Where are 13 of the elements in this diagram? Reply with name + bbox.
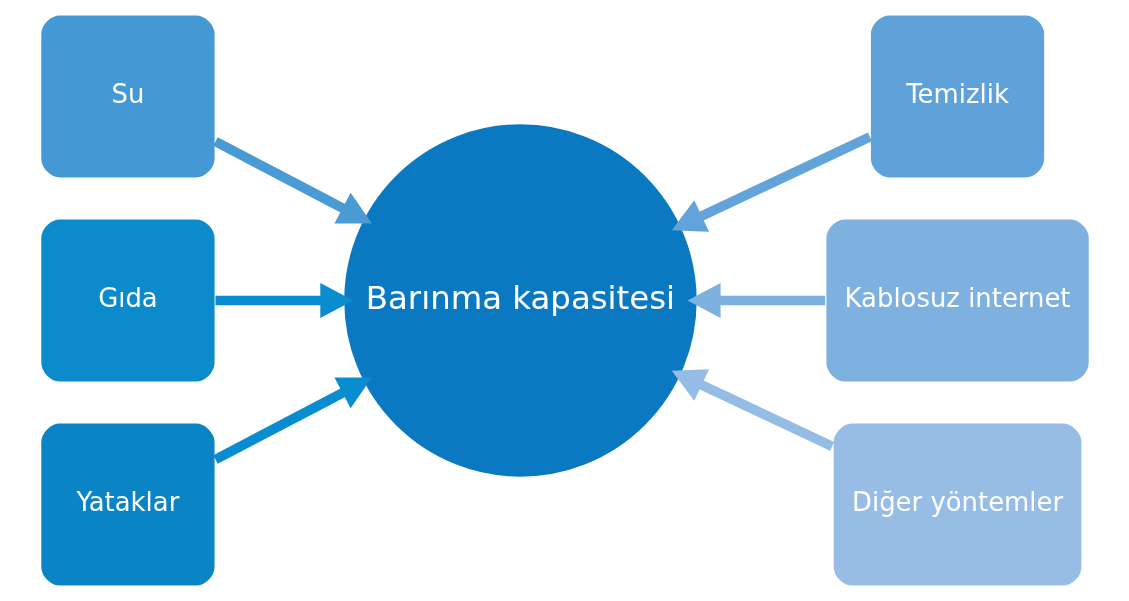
node-box: Kablosuz internet bbox=[824, 217, 1090, 384]
arrow bbox=[214, 283, 353, 318]
node-box: Gıda bbox=[39, 217, 216, 384]
node-box: Yataklar bbox=[39, 421, 216, 588]
arrow bbox=[212, 377, 372, 464]
arrow bbox=[671, 132, 872, 232]
node-box: Diğer yöntemler bbox=[831, 421, 1083, 588]
arrow bbox=[686, 283, 825, 318]
arrow bbox=[671, 369, 834, 451]
node-circle: Barınma kapasitesi bbox=[342, 122, 698, 479]
arrow bbox=[212, 137, 372, 224]
node-box: Su bbox=[39, 13, 216, 180]
node-box: Temizlik bbox=[868, 13, 1046, 180]
